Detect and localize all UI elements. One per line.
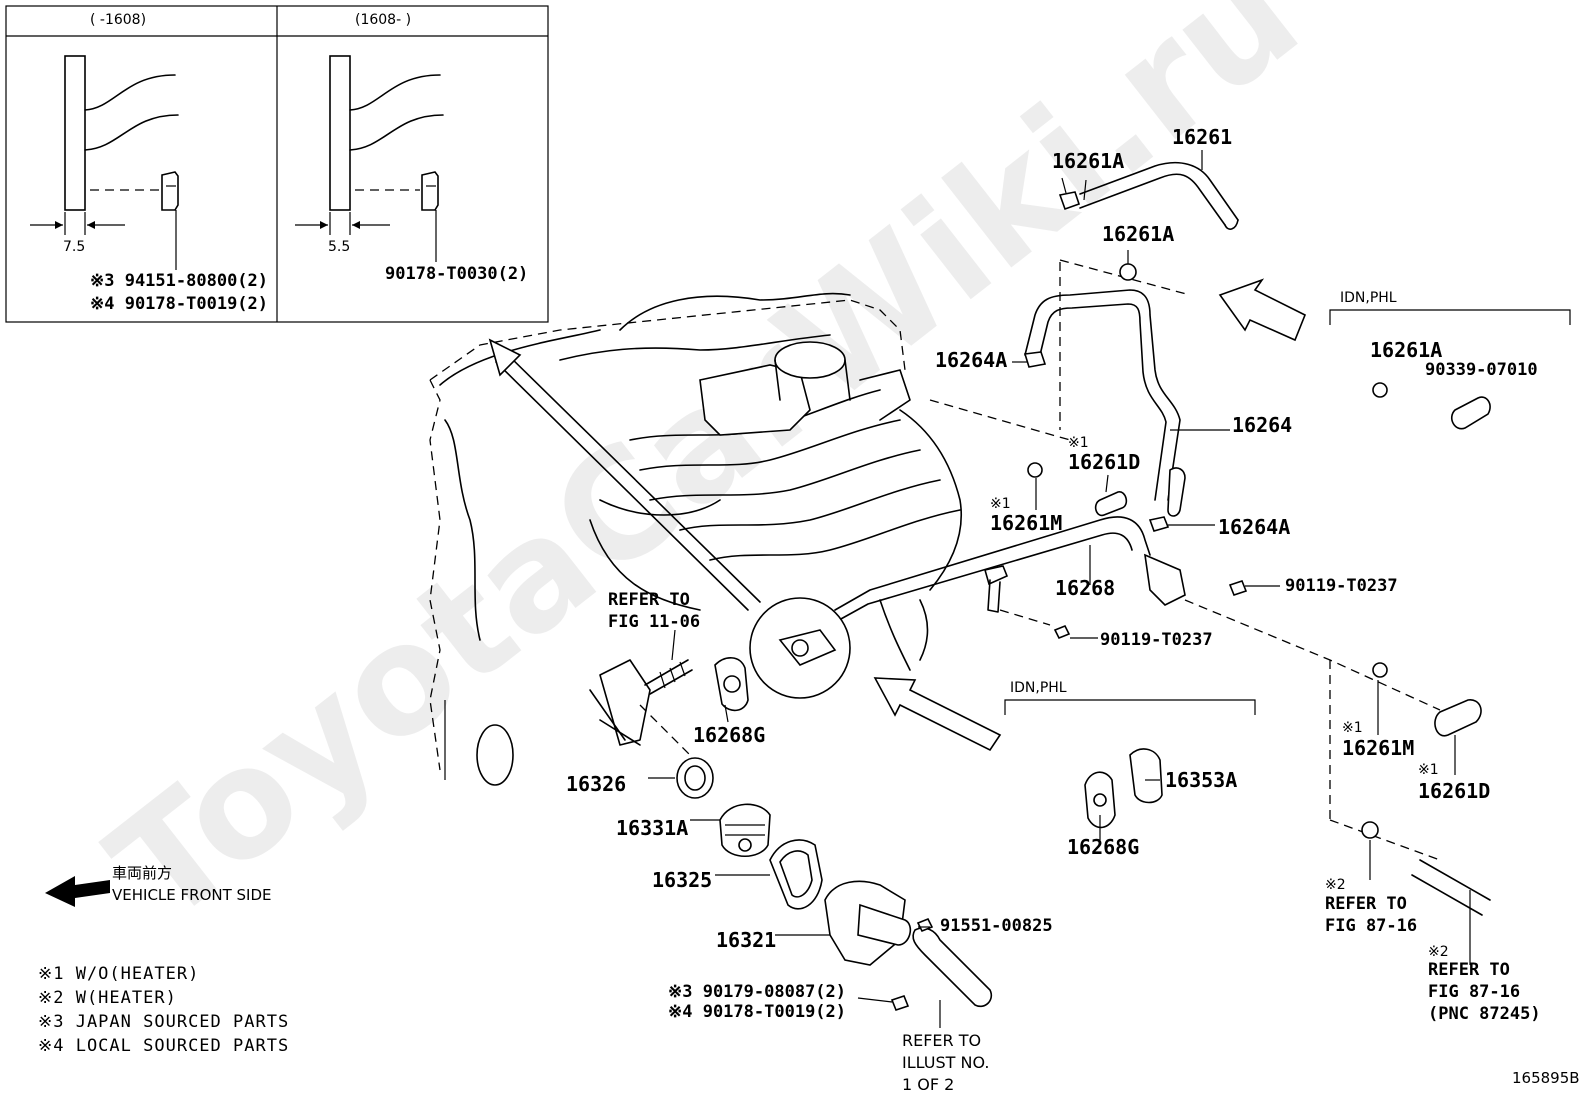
refer-fig1106-a: REFER TO <box>608 590 690 610</box>
engine-outline <box>429 292 963 786</box>
leader-lines <box>648 150 1471 1028</box>
refer-fig8716-mark: ※2 <box>1325 877 1346 893</box>
part-16261: 16261 <box>1172 125 1233 149</box>
part-16264A-right: 16264A <box>1218 515 1291 539</box>
stud-gasket-group <box>589 657 749 799</box>
leader-arrow <box>488 338 851 699</box>
part-16264: 16264 <box>1232 413 1293 437</box>
part-16331A: 16331A <box>616 816 689 840</box>
mark-16261M-bot: ※1 <box>1342 720 1363 736</box>
refer-illust-c: 1 OF 2 <box>902 1075 955 1094</box>
refer-fig1106-b: FIG 11-06 <box>608 612 701 632</box>
figure-id: 165895B <box>1512 1069 1580 1087</box>
part-90339-07010: 90339-07010 <box>1425 360 1538 380</box>
inset-left-part-b: ※4 90178-T0019(2) <box>90 294 269 314</box>
legend-item-2: ※2 W(HEATER) <box>38 988 177 1008</box>
part-16268G-b: 16268G <box>1067 835 1140 859</box>
inset-left-title: ( -1608) <box>90 12 147 28</box>
idn-arrow-mid <box>873 677 1256 752</box>
part-16353A: 16353A <box>1165 768 1238 792</box>
part-16325: 16325 <box>652 868 713 892</box>
pipe-16268 <box>829 516 1441 861</box>
part-16261M-bot: 16261M <box>1342 736 1415 760</box>
part-16268: 16268 <box>1055 576 1116 600</box>
idn-arrow-top <box>1218 278 1571 342</box>
refer-fig8716-a: REFER TO <box>1325 894 1407 914</box>
legend-item-1: ※1 W/O(HEATER) <box>38 964 200 984</box>
part-91551-00825: 91551-00825 <box>940 916 1053 936</box>
legend-item-3: ※3 JAPAN SOURCED PARTS <box>38 1012 290 1032</box>
legend-item-4: ※4 LOCAL SOURCED PARTS <box>38 1036 290 1056</box>
part-90119-T0237-b: 90119-T0237 <box>1100 630 1213 650</box>
idn-label-top: IDN,PHL <box>1340 290 1397 306</box>
refer-illust-a: REFER TO <box>902 1031 982 1050</box>
housing-16321 <box>824 880 993 1011</box>
vehicle-front-jp: 車両前方 <box>112 864 173 882</box>
plug-90339 <box>1450 396 1491 430</box>
part-16261M-top: 16261M <box>990 511 1063 535</box>
refer-fig8716-b: FIG 87-16 <box>1325 916 1418 936</box>
part-16261A-mid: 16261A <box>1102 222 1175 246</box>
part-90178-T0019: ※4 90178-T0019(2) <box>668 1002 847 1022</box>
vehicle-front-arrow <box>45 876 110 907</box>
part-16268G-a: 16268G <box>693 723 766 747</box>
part-90119-T0237-a: 90119-T0237 <box>1285 576 1398 596</box>
inset-right-part: 90178-T0030(2) <box>385 264 529 284</box>
inset-left-dim: 7.5 <box>63 239 86 255</box>
part-16261A-idn: 16261A <box>1370 338 1443 362</box>
vehicle-front-en: VEHICLE FRONT SIDE <box>112 886 272 904</box>
inset-right-title: (1608- ) <box>355 12 412 28</box>
inset-right-dim: 5.5 <box>328 239 351 255</box>
inset-box <box>5 5 549 323</box>
bottom-right-hoses <box>1027 462 1491 916</box>
part-90179-08087: ※3 90179-08087(2) <box>668 982 847 1002</box>
part-16261A-top: 16261A <box>1052 149 1125 173</box>
refer-fig8716pnc-c: (PNC 87245) <box>1428 1004 1541 1024</box>
refer-illust-b: ILLUST NO. <box>902 1053 990 1072</box>
hose-16264 <box>929 259 1191 532</box>
part-16261D-top: 16261D <box>1068 450 1141 474</box>
mark-16261M-top: ※1 <box>990 496 1011 512</box>
hose-16261 <box>1058 161 1239 230</box>
part-16264A-left: 16264A <box>935 348 1008 372</box>
gasket-16325 <box>769 839 823 910</box>
mark-16261D-bot: ※1 <box>1418 762 1439 778</box>
refer-fig8716pnc-a: REFER TO <box>1428 960 1510 980</box>
refer-fig8716pnc-b: FIG 87-16 <box>1428 982 1521 1002</box>
idn-label-mid: IDN,PHL <box>1010 680 1067 696</box>
clamp-16261A <box>1119 263 1388 398</box>
part-16326: 16326 <box>566 772 627 796</box>
inset-left-part-a: ※3 94151-80800(2) <box>90 271 269 291</box>
gaskets-right <box>1084 748 1163 829</box>
refer-fig8716pnc-mark: ※2 <box>1428 944 1449 960</box>
mark-16261D-top: ※1 <box>1068 435 1089 451</box>
part-16261D-bot: 16261D <box>1418 779 1491 803</box>
part-16321: 16321 <box>716 928 777 952</box>
thermostat-16331A <box>719 803 771 858</box>
